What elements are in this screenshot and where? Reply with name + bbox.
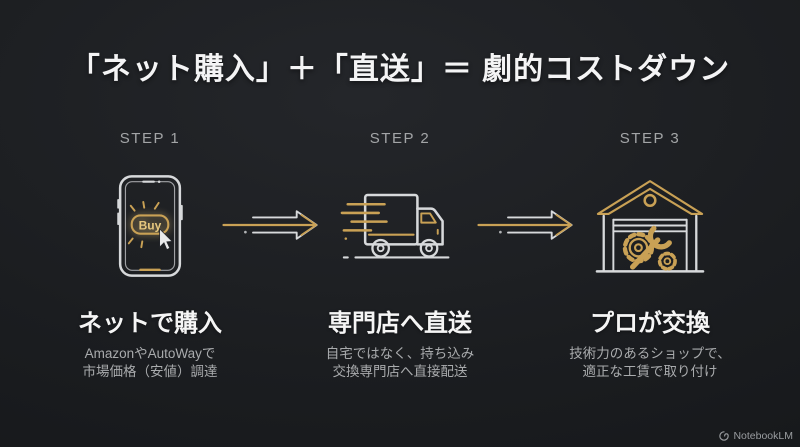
buy-button-label: Buy — [139, 218, 162, 232]
step-1-label: STEP 1 — [119, 130, 181, 147]
page-title: 「ネット購入」＋「直送」＝ 劇的コストダウン — [69, 53, 731, 86]
step-2-label: STEP 2 — [369, 130, 431, 147]
buy-button: Buy — [130, 214, 170, 235]
step-3-description: 技術力のあるショップで、適正な工賃で取り付け — [569, 346, 731, 379]
arrow-step1-to-step2-icon — [222, 206, 322, 244]
step-2-description: 自宅ではなく、持ち込み交換専門店へ直接配送 — [325, 346, 475, 379]
step-2-column: STEP 2 — [275, 130, 525, 381]
step-1-heading: ネットで購入 — [78, 310, 222, 337]
step-2-heading: 専門店へ直送 — [328, 310, 472, 337]
gear-wrench-icon — [622, 225, 677, 271]
step-1-description: AmazonやAutoWayで市場価格（安値）調達 — [82, 346, 218, 379]
garage-repair-icon — [525, 153, 775, 299]
watermark: NotebookLM — [719, 430, 793, 442]
notebooklm-logo-icon — [719, 431, 730, 441]
step-3-column: STEP 3 プロが交換 — [525, 130, 775, 381]
sparkle-rays-icon — [127, 200, 160, 249]
cursor-pointer-icon — [159, 227, 174, 251]
delivery-truck-icon — [275, 153, 525, 299]
step-1-column: STEP 1 Buy — [25, 130, 275, 381]
step-3-label: STEP 3 — [619, 130, 681, 147]
step-3-heading: プロが交換 — [590, 310, 710, 337]
watermark-label: NotebookLM — [733, 430, 793, 442]
arrow-step2-to-step3-icon — [477, 206, 577, 244]
speed-lines-icon — [340, 202, 388, 232]
smartphone-buy-icon: Buy — [25, 153, 275, 299]
